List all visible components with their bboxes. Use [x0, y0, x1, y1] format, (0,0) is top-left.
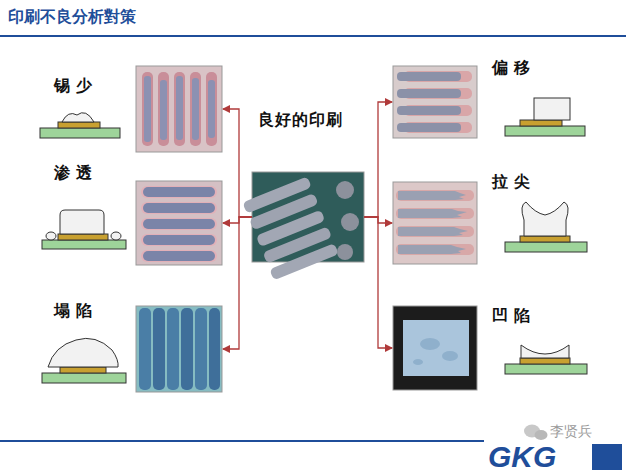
defect-label: 渗透: [54, 163, 98, 183]
defect-photo: 偏移: [393, 66, 477, 138]
footer-rule: [0, 440, 484, 442]
defect-photo: 凹陷: [393, 306, 477, 390]
photo-peaking: [393, 182, 477, 264]
sketch-bleeding: [42, 210, 126, 249]
defect-photo: 塌陷: [136, 306, 222, 392]
arrow-connector: [223, 109, 252, 217]
good-print-photo: 良好的印刷: [252, 172, 364, 262]
watermark-icon: [524, 425, 548, 441]
arrow-connector: [364, 217, 392, 348]
photo-slump: [136, 306, 222, 392]
defect-label: 塌陷: [54, 301, 98, 321]
header-rule: [0, 35, 626, 37]
arrow-connector: [364, 102, 392, 217]
sketch-offset: [505, 98, 585, 136]
defect-label: 良好的印刷: [258, 110, 343, 130]
arrow-connector: [223, 217, 252, 349]
defect-label: 凹陷: [492, 306, 536, 326]
defect-photo: 拉尖: [393, 182, 477, 264]
company-logo: GKG: [488, 441, 556, 473]
photo-good-print: [242, 172, 364, 280]
sketch-scooping: [505, 345, 587, 374]
defect-label: 偏移: [492, 58, 536, 78]
logo-block: [592, 444, 622, 470]
sketch-slump: [42, 338, 126, 383]
sketch-insufficient: [40, 113, 120, 138]
arrow-connector: [223, 217, 252, 223]
photo-bleeding: [136, 181, 222, 265]
defect-label: 锡少: [54, 76, 98, 96]
photo-scooping: [393, 306, 477, 390]
slide-title: 印刷不良分析對策: [8, 6, 136, 28]
defect-photo: 锡少: [136, 66, 222, 152]
photo-insufficient: [136, 66, 222, 152]
watermark: 李贤兵: [550, 422, 592, 440]
defect-photo: 渗透: [136, 181, 222, 265]
defect-label: 拉尖: [492, 172, 536, 192]
sketch-peaking: [505, 202, 587, 252]
photo-offset: [393, 66, 477, 138]
